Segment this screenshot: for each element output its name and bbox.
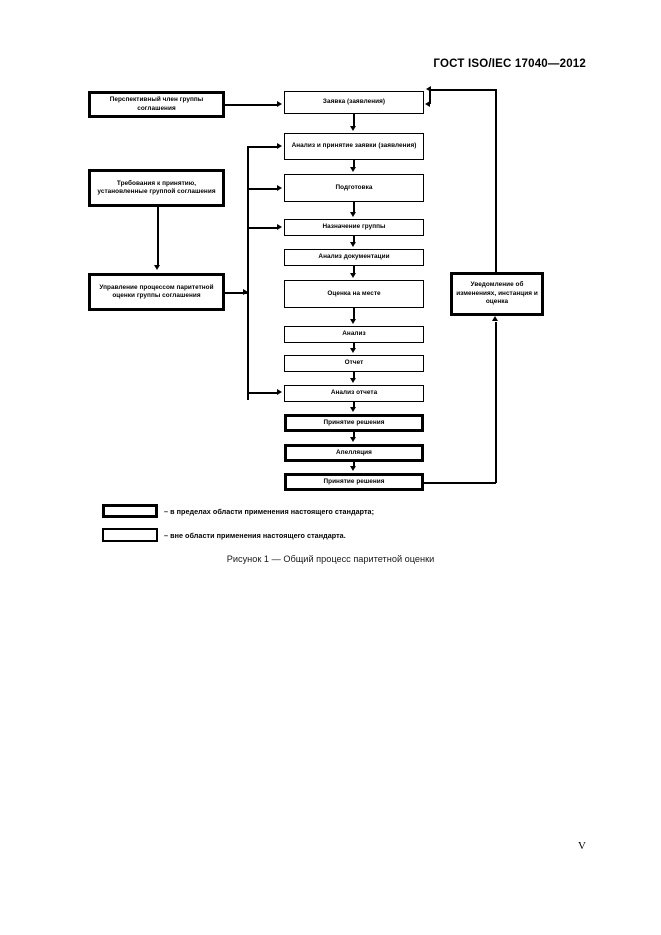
node-decision-making-2: Принятие решения (284, 473, 424, 491)
arrowhead-analysis-to-report (350, 348, 357, 353)
arrowhead-preparation-to-team (350, 212, 357, 217)
node-prospective-member: Перспективный член группы соглашения (88, 91, 225, 118)
connector-document-to-onsite (353, 266, 355, 274)
arrowhead-bus-to-report-review (277, 388, 282, 395)
arrowhead-top-to-application (426, 85, 431, 92)
page-number: V (578, 840, 586, 852)
connector-bus-to-preparation (247, 188, 278, 190)
arrowhead-report-review-to-decision1 (350, 407, 357, 412)
arrowhead-requirements-to-management (154, 265, 161, 270)
arrowhead-decision1-to-appeal (350, 437, 357, 442)
connector-appeal-to-decision2 (353, 462, 355, 467)
arrowhead-bus-to-team-appointment (277, 223, 282, 230)
connector-decision1-to-appeal (353, 432, 355, 438)
legend-swatch-within-scope (102, 504, 158, 518)
node-acceptance-requirements: Требования к принятию, установленные гру… (88, 169, 225, 207)
connector-preparation-to-team (353, 202, 355, 213)
connector-report-to-report-review (353, 372, 355, 379)
standard-header-title: ГОСТ ISO/IEC 17040—2012 (433, 58, 586, 70)
arrowhead-review-to-preparation (350, 167, 357, 172)
connector-report-review-to-decision1 (353, 402, 355, 408)
node-appeal: Апелляция (284, 444, 424, 462)
node-process-management: Управление процессом паритетной оценки г… (88, 273, 225, 311)
process-flow-diagram: Перспективный член группы соглашения Тре… (88, 85, 544, 564)
legend-label-outside-scope: – вне области применения настоящего стан… (164, 530, 346, 540)
arrowhead-into-application-right (425, 100, 430, 107)
node-analysis: Анализ (284, 326, 424, 343)
arrowhead-onsite-to-analysis (350, 319, 357, 324)
arrowhead-member-to-application (277, 100, 282, 107)
arrowhead-report-to-report-review (350, 378, 357, 383)
arrowhead-appeal-to-decision2 (350, 466, 357, 471)
connector-management-to-bus (225, 292, 248, 294)
connector-bus-to-application-review (247, 146, 278, 148)
connector-bus-to-report-review (247, 392, 278, 394)
legend-row-within-scope: – в пределах области применения настояще… (102, 504, 374, 518)
connector-decision2-to-riser (424, 482, 496, 484)
legend-swatch-outside-scope (102, 528, 158, 542)
node-onsite-assessment: Оценка на месте (284, 280, 424, 308)
arrowhead-application-to-review (350, 126, 357, 131)
connector-top-down-to-application (429, 89, 431, 104)
connector-analysis-to-report (353, 343, 355, 349)
arrowhead-riser-to-notification (492, 316, 499, 321)
arrowhead-team-to-document (350, 242, 357, 247)
arrowhead-document-to-onsite (350, 273, 357, 278)
connector-review-to-preparation (353, 160, 355, 168)
node-application: Заявка (заявления) (284, 91, 424, 114)
node-preparation: Подготовка (284, 174, 424, 202)
arrowhead-bus-to-application-review (277, 142, 282, 149)
connector-notification-to-top (495, 89, 497, 272)
connector-onsite-to-analysis (353, 308, 355, 320)
figure-caption: Рисунок 1 — Общий процесс паритетной оце… (226, 554, 435, 564)
connector-top-to-application (430, 89, 496, 91)
node-report: Отчет (284, 355, 424, 372)
connector-vertical-bus (247, 146, 249, 400)
node-team-appointment: Назначение группы (284, 219, 424, 236)
connector-requirements-to-management (157, 207, 159, 266)
connector-application-to-review (353, 114, 355, 127)
arrowhead-management-to-bus (243, 288, 248, 295)
connector-bus-to-team-appointment (247, 227, 278, 229)
node-application-review: Анализ и принятие заявки (заявления) (284, 133, 424, 160)
legend-row-outside-scope: – вне области применения настоящего стан… (102, 528, 346, 542)
node-decision-making-1: Принятие решения (284, 414, 424, 432)
connector-member-to-application (225, 104, 278, 106)
node-document-review: Анализ документации (284, 249, 424, 266)
connector-team-to-document (353, 236, 355, 243)
arrowhead-bus-to-preparation (277, 184, 282, 191)
node-report-review: Анализ отчета (284, 385, 424, 402)
node-change-notification: Уведомление об изменениях, инстанция и о… (450, 272, 544, 316)
connector-riser-to-notification (495, 322, 497, 483)
legend-label-within-scope: – в пределах области применения настояще… (164, 506, 375, 516)
